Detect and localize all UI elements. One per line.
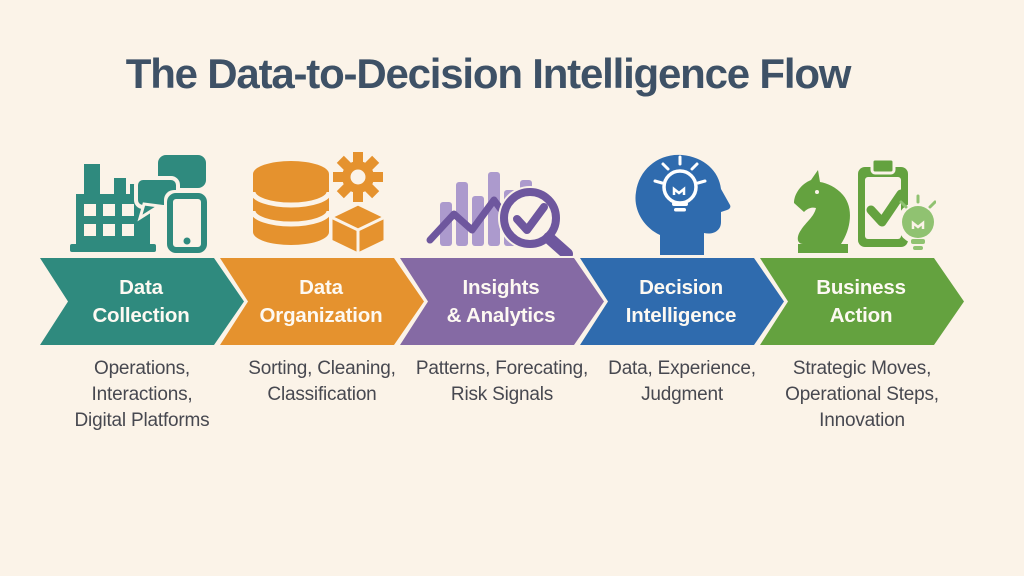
stage-description-insights-analytics: Patterns, Forecating, Risk Signals <box>415 358 589 406</box>
stage-description-business-action: Strategic Moves, Operational Steps, Inno… <box>785 358 939 432</box>
stage-description-data-collection: Operations, Interactions, Digital Platfo… <box>74 358 210 432</box>
bar-chart-magnifier-check-icon <box>400 150 604 256</box>
stage-description-data-organization: Sorting, Cleaning, Classification <box>248 358 396 406</box>
stage-label: Insights & Analytics <box>446 276 556 327</box>
stage-arrow-business-action: Business Action <box>760 258 964 345</box>
stage-description-decision-intelligence: Data, Experience, Judgment <box>608 358 756 406</box>
stage-label: Decision Intelligence <box>625 276 737 327</box>
stage-label: Data Organization <box>259 276 383 327</box>
stage-label: Business Action <box>816 276 906 327</box>
stage-arrow-insights-analytics: Insights & Analytics <box>400 258 604 345</box>
stage-arrow-data-organization: Data Organization <box>220 258 424 345</box>
head-lightbulb-icon <box>580 150 784 256</box>
page-title: The Data-to-Decision Intelligence Flow <box>125 50 852 97</box>
chess-knight-clipboard-bulb-icon <box>760 150 964 256</box>
stage-label: Data Collection <box>92 276 190 327</box>
database-gear-cube-icon <box>220 150 424 256</box>
stage-arrow-decision-intelligence: Decision Intelligence <box>580 258 784 345</box>
stage-arrow-data-collection: Data Collection <box>40 258 244 345</box>
factory-chat-mobile-icon <box>40 150 244 256</box>
